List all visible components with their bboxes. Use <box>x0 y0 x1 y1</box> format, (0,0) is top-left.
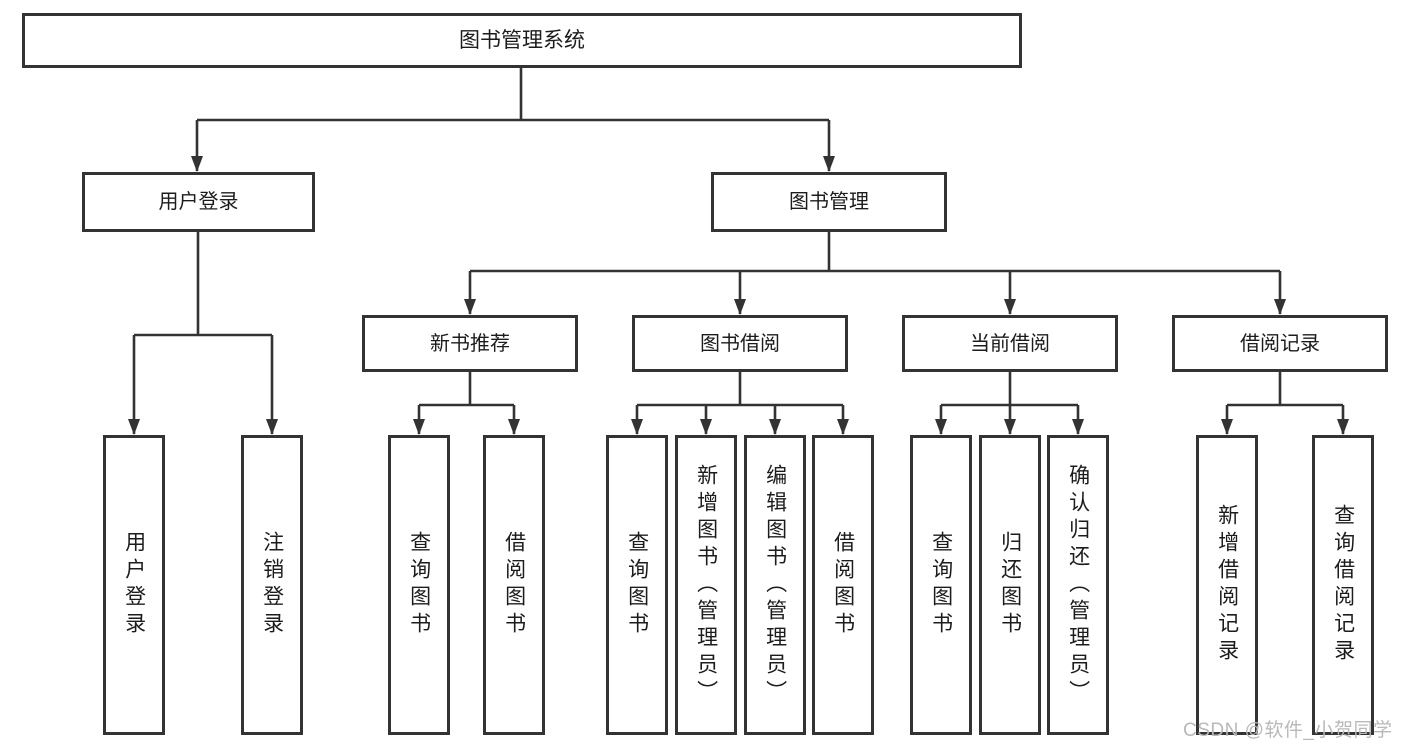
leaf-nb-query-books: 查询图书 <box>388 435 450 735</box>
leaf-user-login: 用户登录 <box>103 435 165 735</box>
node-new-book-recommend: 新书推荐 <box>362 315 578 372</box>
leaf-bw-edit-books-admin: 编辑图书（管理员） <box>744 435 806 735</box>
node-book-management: 图书管理 <box>711 172 947 232</box>
node-user-login: 用户登录 <box>82 172 315 232</box>
leaf-rc-query-record: 查询借阅记录 <box>1312 435 1374 735</box>
node-current-borrow: 当前借阅 <box>902 315 1118 372</box>
leaf-cu-return-books: 归还图书 <box>979 435 1041 735</box>
leaf-logout: 注销登录 <box>241 435 303 735</box>
watermark: CSDN @软件_小贺同学 <box>1183 720 1393 741</box>
node-borrow-records: 借阅记录 <box>1172 315 1388 372</box>
node-book-borrow: 图书借阅 <box>632 315 848 372</box>
leaf-cu-confirm-return-admin: 确认归还（管理员） <box>1047 435 1109 735</box>
leaf-bw-query-books: 查询图书 <box>606 435 668 735</box>
leaf-rc-add-record: 新增借阅记录 <box>1196 435 1258 735</box>
leaf-bw-borrow-books: 借阅图书 <box>812 435 874 735</box>
node-root-system: 图书管理系统 <box>22 13 1022 68</box>
leaf-nb-borrow-books: 借阅图书 <box>483 435 545 735</box>
leaf-bw-add-books-admin: 新增图书（管理员） <box>675 435 737 735</box>
leaf-cu-query-books: 查询图书 <box>910 435 972 735</box>
